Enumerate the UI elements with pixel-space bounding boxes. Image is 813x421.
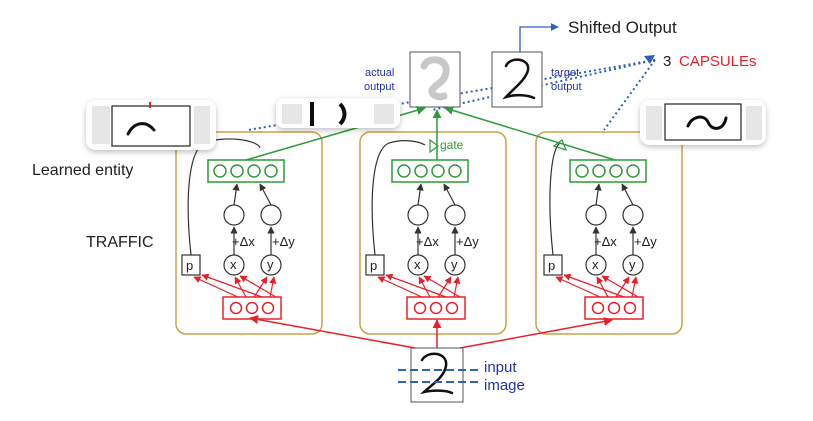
target-output-label-2: output xyxy=(551,81,582,93)
target-output-digit xyxy=(502,58,536,100)
capsule-2-p: p xyxy=(370,258,377,273)
capsule-1-x: x xyxy=(230,257,237,272)
gate-symbol xyxy=(429,138,439,154)
capsule-1-dy: +Δy xyxy=(272,234,295,249)
input-image-box xyxy=(410,347,464,403)
capsules-count: 3 xyxy=(663,53,671,70)
capsule-3-y: y xyxy=(629,257,636,272)
capsule-1-y: y xyxy=(267,257,274,272)
learned-entity-tile-2 xyxy=(276,98,400,128)
actual-output-label-2: output xyxy=(364,81,395,93)
gate-label: gate xyxy=(440,138,464,152)
capsule-2-dy: +Δy xyxy=(456,234,479,249)
capsule-2-x: x xyxy=(414,257,421,272)
actual-output-label-1: actual xyxy=(365,67,394,79)
capsule-2-y: y xyxy=(451,257,458,272)
target-output-label-1: target xyxy=(551,67,579,79)
capsule-2-dx: +Δx xyxy=(416,234,439,249)
capsule-3-p: p xyxy=(548,258,555,273)
capsule-pointer-head xyxy=(644,55,655,64)
capsule-1-p: p xyxy=(186,258,193,273)
traffic-label: TRAFFIC xyxy=(86,234,154,251)
capsule-3-output-arrow xyxy=(444,106,616,161)
image-label: image xyxy=(484,377,525,394)
input-to-capsule-3 xyxy=(459,317,613,349)
learned-entity-tile-3 xyxy=(640,100,766,145)
shifted-output-label: Shifted Output xyxy=(568,18,677,37)
input-to-capsule-1 xyxy=(249,315,416,349)
capsules-label: CAPSULEs xyxy=(679,53,757,70)
shifted-output-arrow xyxy=(519,23,559,52)
input-label: input xyxy=(484,359,517,376)
capsule-3-dy: +Δy xyxy=(634,234,657,249)
capsule-2-gate-curve xyxy=(371,140,426,256)
capsule-3-x: x xyxy=(592,257,599,272)
learned-entity-tile-1 xyxy=(86,100,216,150)
capsule-3-dx: +Δx xyxy=(594,234,617,249)
gate-symbol-3 xyxy=(552,139,568,151)
actual-output-digit xyxy=(420,56,450,101)
capsules-word: CAPSULEs xyxy=(679,53,757,70)
capsule-1-dx: +Δx xyxy=(232,234,255,249)
learned-entity-label: Learned entity xyxy=(32,162,133,179)
